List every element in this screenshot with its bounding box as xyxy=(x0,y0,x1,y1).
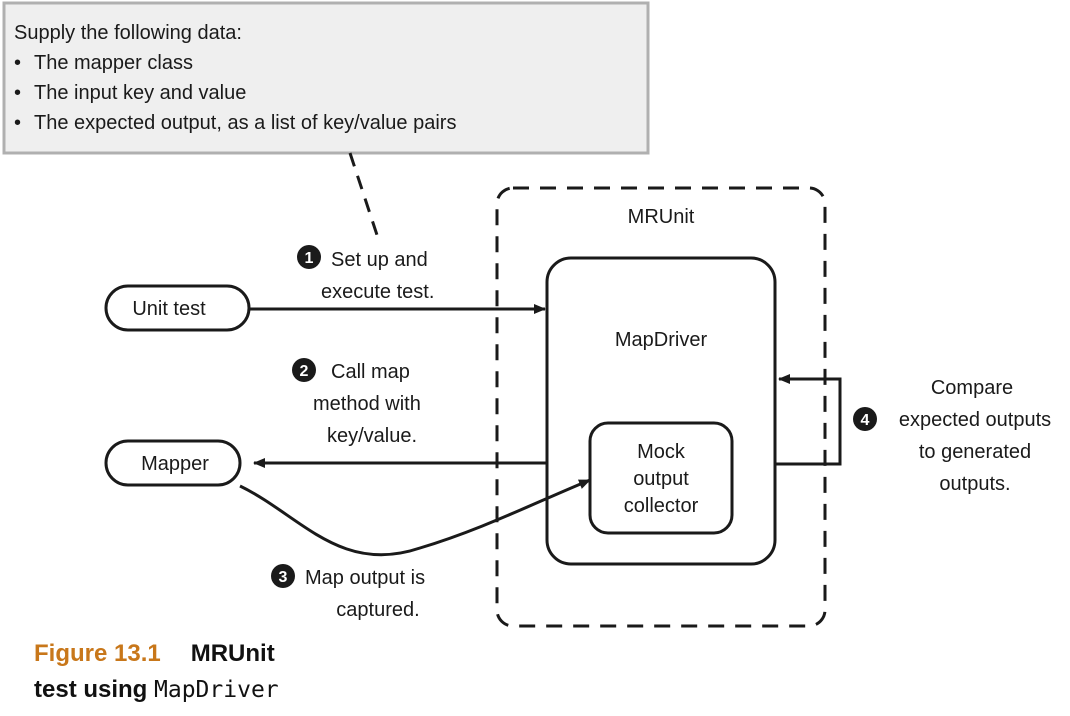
caption-title-part-2: test using xyxy=(34,676,155,703)
caption-line-2: test using MapDriver xyxy=(34,672,279,708)
step-3-badge xyxy=(271,564,295,588)
callout-pointer xyxy=(348,152,380,239)
step-3-number: 3 xyxy=(279,569,288,586)
callout-list: •The mapper class •The input key and val… xyxy=(14,48,644,138)
arrow-compare xyxy=(775,374,842,466)
step-2-line-3: key/value. xyxy=(327,425,417,447)
caption-line-1: Figure 13.1 MRUnit xyxy=(34,636,279,672)
step-4-line-4: outputs. xyxy=(939,473,1010,495)
step-4-number: 4 xyxy=(861,412,870,429)
step-4-line-3: to generated xyxy=(919,441,1031,463)
step-4-line-1: Compare xyxy=(931,377,1013,399)
callout-bullet-text: The input key and value xyxy=(34,82,247,104)
mapper-node xyxy=(104,439,242,487)
mrunit-label: MRUnit xyxy=(628,206,695,228)
step-2-line-2: method with xyxy=(313,393,421,415)
step-1-badge xyxy=(297,245,321,269)
callout-heading: Supply the following data: xyxy=(14,22,242,44)
mock-collector-line-1: Mock xyxy=(637,441,686,463)
caption-code: MapDriver xyxy=(154,677,279,703)
step-2-badge xyxy=(292,358,316,382)
step-2-number: 2 xyxy=(300,363,309,380)
step-3-line-1: Map output is xyxy=(305,567,425,589)
step-4-line-2: expected outputs xyxy=(899,409,1051,431)
step-1-line-2: execute test. xyxy=(321,281,434,303)
figure-caption: Figure 13.1 MRUnit test using MapDriver xyxy=(34,636,279,708)
mock-collector-line-2: output xyxy=(633,468,689,490)
arrow-map-output xyxy=(239,478,591,557)
callout-bullet: •The expected output, as a list of key/v… xyxy=(14,112,457,134)
step-1-number: 1 xyxy=(305,250,314,267)
step-1-line-1: Set up and xyxy=(331,249,428,271)
mapdriver-label: MapDriver xyxy=(615,329,708,351)
figure-number: Figure 13.1 xyxy=(34,640,161,667)
step-2-line-1: Call map xyxy=(331,361,410,383)
mrunit-boundary xyxy=(495,186,827,628)
callout-box xyxy=(2,1,650,155)
step-3-line-2: captured. xyxy=(336,599,419,621)
callout-bullet: •The mapper class xyxy=(14,52,193,74)
mock-collector-line-3: collector xyxy=(624,495,699,517)
caption-title-part-1: MRUnit xyxy=(190,640,275,667)
unit-test-label: Unit test xyxy=(132,298,206,320)
callout-bullet: •The input key and value xyxy=(14,82,247,104)
callout-bullet-text: The expected output, as a list of key/va… xyxy=(34,112,457,134)
step-4-badge xyxy=(853,407,877,431)
mock-collector-box xyxy=(588,421,734,535)
callout-bullet-text: The mapper class xyxy=(34,52,193,74)
mapper-label: Mapper xyxy=(141,453,209,475)
callout-text: Supply the following data: •The mapper c… xyxy=(14,18,644,138)
